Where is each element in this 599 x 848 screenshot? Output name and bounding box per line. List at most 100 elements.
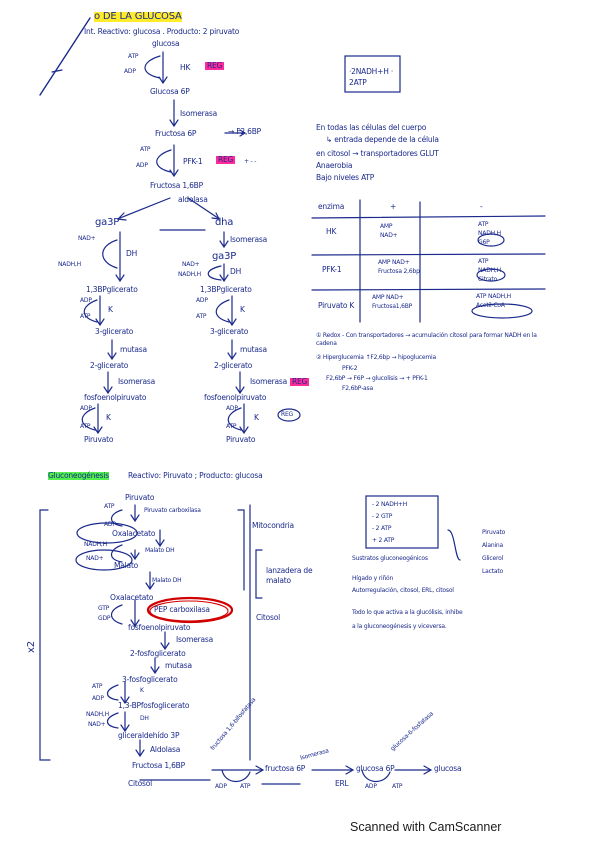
pyruvate-left: Piruvato — [84, 435, 114, 444]
times-two-label: x2 — [25, 641, 37, 653]
glucose-6p: Glucosa 6P — [150, 87, 190, 96]
mitochondria-label: Mitocondria — [252, 521, 294, 530]
gng-fbpase-atp: ATP — [240, 783, 251, 790]
gng-gapdh: DH — [140, 715, 149, 722]
ga3p-left: ga3P — [95, 217, 120, 228]
ga3p-right: ga3P — [212, 251, 237, 262]
glycolysis-note-3: en citosol → transportadores GLUT — [316, 149, 439, 158]
glycolysis-note-5: Bajo niveles ATP — [316, 173, 375, 182]
gng-cytosol-footer: Citosol — [128, 779, 153, 788]
pep-left: fosfoenolpiruvato — [84, 393, 147, 402]
pepck-gdp: GDP — [98, 615, 111, 622]
reg-row-hk-inhibitors: ATP NADH,H G6P — [478, 221, 501, 246]
aldolase: aldolasa — [178, 195, 208, 204]
mutase-right: mutasa — [240, 345, 267, 354]
reg-row-pk-inhibitors: ATP NADH,H Acetil-CoA — [476, 293, 511, 309]
pk-atp-left: ATP — [80, 423, 91, 430]
substrate-pyruvate: Piruvato — [482, 529, 506, 536]
pgk-right: K — [240, 305, 245, 314]
glycolysis-title: o DE LA GLUCOSA — [94, 11, 182, 22]
bpg-left: 1,3BPglicerato — [86, 285, 138, 294]
reg-row-hk-activators: AMP NAD+ — [380, 223, 398, 239]
pfk-atp: ATP — [140, 146, 151, 153]
gng-f16bp: Fructosa 1,6BP — [132, 761, 185, 770]
pepck-gtp: GTP — [98, 605, 110, 612]
gng-erl: ERL — [335, 779, 349, 788]
gapdh-right: DH — [230, 267, 242, 276]
gng-f6p: fructosa 6P — [265, 764, 306, 773]
gng-enolase: Isomerasa — [176, 635, 214, 644]
pep-carboxykinase: PEP carboxilasa — [154, 605, 210, 614]
pk-reg-badge: REG — [290, 377, 310, 386]
pfk1-reg-badge: REG — [216, 155, 236, 164]
gng-aldolase: Aldolasa — [150, 745, 181, 754]
gng-oxaloacetate-2: Oxalacetato — [110, 593, 154, 602]
gng-pc-adp: ADP — [104, 521, 116, 528]
gng-glucose: glucosa — [434, 764, 462, 773]
hk-enzyme: HK — [180, 63, 191, 72]
pk-right: K — [254, 413, 259, 422]
pep-right: fosfoenolpiruvato — [204, 393, 267, 402]
glycolysis-extra-4: F2,6bP → F6P → glucolisis → + PFK-1 — [326, 375, 428, 382]
hk-reg-badge: REG — [205, 61, 225, 70]
glycolysis-note-1: En todas las células del cuerpo — [316, 123, 427, 132]
substrate-lactate: Lactato — [482, 568, 503, 575]
reg-row-pfk-inhibitors: ATP NADH,H Citrato — [478, 258, 501, 283]
pgk-atp-left: ATP — [80, 313, 91, 320]
pfk-adp: ADP — [136, 162, 148, 169]
malate-shuttle-label: lanzadera de malato — [266, 566, 313, 585]
malate-dh-1: Malato DH — [145, 547, 175, 554]
enolase-right: Isomerasa — [250, 377, 288, 386]
gng-pgk: K — [140, 687, 144, 694]
reg-row-pk-enzyme: Piruvato K — [318, 301, 355, 310]
glycolysis-summary: Int. Reactivo: glucosa . Producto: 2 pir… — [84, 27, 240, 36]
pk-adp-right: ADP — [226, 405, 238, 412]
enolase-left: Isomerasa — [118, 377, 156, 386]
bpg-right: 1,3BPglicerato — [200, 285, 252, 294]
gng-note-1: Todo lo que activa a la glucólisis, inhi… — [352, 609, 463, 616]
pfk1-enzyme: PFK-1 — [183, 157, 203, 166]
glycolysis-yield-box: ·2NADH+H · 2ATP — [349, 67, 394, 87]
glycolysis-extra-3: PFK-2 — [342, 365, 358, 372]
pgk-left: K — [108, 305, 113, 314]
gng-g6p: glucosa 6P — [356, 764, 395, 773]
fructose-16bp: Fructosa 1,6BP — [150, 181, 203, 190]
pgk-atp-right: ATP — [196, 313, 207, 320]
reg-row-pfk-activators: AMP NAD+ Fructosa 2,6bp — [378, 259, 420, 275]
reg-row-hk-enzyme: HK — [326, 227, 337, 236]
glycolysis-extra-2: ② Hiperglucemia ↑F2,6bp → hipoglucemia — [316, 354, 436, 361]
reg-circle-label: REG — [281, 411, 294, 418]
reg-table-header-plus: + — [390, 202, 397, 211]
gng-3pg: 3-fosfoglicerato — [122, 675, 178, 684]
gng-mutase: mutasa — [165, 661, 192, 670]
cytosol-label: Citosol — [256, 613, 281, 622]
gng-yield-line-1: - 2 NADH+H — [372, 501, 408, 508]
fructose-6p: Fructosa 6P — [155, 129, 197, 138]
gng-organs: Hígado y riñón — [352, 575, 394, 582]
pk-atp-right: ATP — [226, 423, 237, 430]
pfk1-modulation: + - - — [244, 158, 257, 165]
hk-adp: ADP — [124, 68, 136, 75]
gng-note-2: a la gluconeogénesis y viceversa. — [352, 623, 447, 630]
glycolysis-note-4: Anaerobia — [316, 161, 353, 170]
gng-bpg: 1,3-BPfosfoglicerato — [118, 701, 190, 710]
ga3p-right-nad: NAD+ — [182, 261, 200, 268]
gluconeogenesis-title: Gluconeogénesis — [48, 471, 109, 480]
gluconeogenesis-summary: Reactivo: Piruvato ; Producto: glucosa — [128, 471, 263, 480]
gng-pyruvate: Piruvato — [125, 493, 155, 502]
glycolysis-glucose: glucosa — [152, 39, 180, 48]
gapdh-left: DH — [126, 249, 138, 258]
isomerase-2: Isomerasa — [230, 235, 268, 244]
gng-pgk-atp: ATP — [92, 683, 103, 690]
gng-malate-nad: NAD+ — [86, 555, 104, 562]
gng-g6pase-adp: ADP — [365, 783, 377, 790]
glycolysis-extra-1: ① Redox - Con transportadores → acumulac… — [316, 332, 537, 348]
ga3p-nad: NAD+ — [78, 235, 96, 242]
pyruvate-carboxylase: Piruvato carboxilasa — [144, 507, 201, 514]
gng-gapdh-nad: NAD+ — [88, 721, 106, 728]
glycolysis-note-2: ↳ entrada depende de la célula — [326, 135, 439, 144]
pyruvate-right: Piruvato — [226, 435, 256, 444]
gng-g6pase-atp: ATP — [392, 783, 403, 790]
pk-adp-left: ADP — [80, 405, 92, 412]
gng-yield-line-2: - 2 GTP — [372, 513, 393, 520]
